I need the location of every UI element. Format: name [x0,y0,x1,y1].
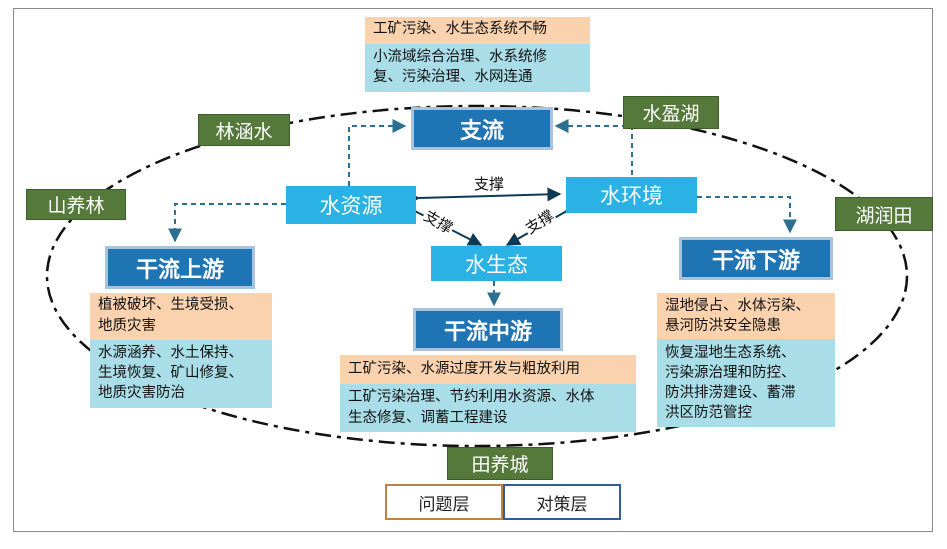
support-label-top: 支撑 [473,175,506,193]
midstream-problem-box: 工矿污染、水源过度开发与粗放利用 [340,355,636,384]
upstream-strategy-box: 水源涵养、水土保持、 生境恢复、矿山修复、 地质灾害防治 [90,340,272,408]
tributary-problem-text: 工矿污染、水生态系统不畅 [373,21,547,37]
place-label-shanyanglin: 山养林 [26,189,126,220]
legend-strategy-layer: 对策层 [503,484,621,520]
tributary-strategy-box: 小流域综合治理、水系统修 复、污染治理、水网连通 [365,44,590,92]
midstream-headline: 干流中游 [413,308,563,351]
midstream-strategy-line: 生态修复、调蓄工程建设 [348,410,508,426]
flow-environment-to-downstream [697,196,797,234]
midstream-strategy-line: 工矿污染治理、节约利用水资源、水体 [348,389,595,405]
place-label-tianyangcheng: 田养城 [447,447,553,480]
downstream-strategy-line: 恢复湿地生态系统、 [665,345,796,361]
downstream-strategy-line: 防洪排涝建设、蓄滞 [665,385,796,401]
flow-water-resources-to-tributary [348,119,407,186]
upstream-strategy-line: 地质灾害防治 [98,385,185,401]
upstream-problem-line: 植被破坏、生境受损、 [98,297,243,313]
downstream-problem-line: 悬河防洪安全隐患 [665,318,781,334]
support-link-resources-environment [406,187,562,206]
downstream-headline: 干流下游 [679,237,833,280]
downstream-strategy-line: 污染源治理和防控、 [665,365,796,381]
downstream-problem-box: 湿地侵占、水体污染、 悬河防洪安全隐患 [657,293,835,339]
upstream-strategy-line: 水源涵养、水土保持、 [98,345,243,361]
downstream-problem-line: 湿地侵占、水体污染、 [665,298,810,314]
upstream-headline: 干流上游 [105,246,255,289]
place-label-linhanshui: 林涵水 [198,114,290,146]
tributary-problem-box: 工矿污染、水生态系统不畅 [365,17,590,44]
outer-frame [13,8,933,532]
region-ellipse [45,104,909,448]
midstream-strategy-box: 工矿污染治理、节约利用水资源、水体 生态修复、调蓄工程建设 [340,384,636,432]
place-label-shuiyinghu: 水盈湖 [623,96,719,129]
place-label-hurutian: 湖润田 [835,197,933,231]
tributary-strategy-line: 复、污染治理、水网连通 [373,69,533,85]
upstream-strategy-line: 生境恢复、矿山修复、 [98,365,243,381]
upstream-problem-line: 地质灾害 [98,318,156,334]
upstream-problem-box: 植被破坏、生境受损、 地质灾害 [90,293,272,340]
downstream-strategy-line: 洪区防范管控 [665,405,752,421]
node-water-environment: 水环境 [566,177,697,213]
downstream-strategy-box: 恢复湿地生态系统、 污染源治理和防控、 防洪排涝建设、蓄滞 洪区防范管控 [657,339,835,427]
node-water-ecology: 水生态 [431,246,562,281]
midstream-problem-text: 工矿污染、水源过度开发与粗放利用 [348,361,580,377]
tributary-strategy-line: 小流域综合治理、水系统修 [373,49,547,65]
legend-problem-layer: 问题层 [385,484,503,520]
tributary-headline: 支流 [411,107,553,150]
node-water-resources: 水资源 [286,186,416,224]
flow-water-resources-to-upstream [168,203,286,243]
flow-environment-to-tributary [554,119,633,184]
